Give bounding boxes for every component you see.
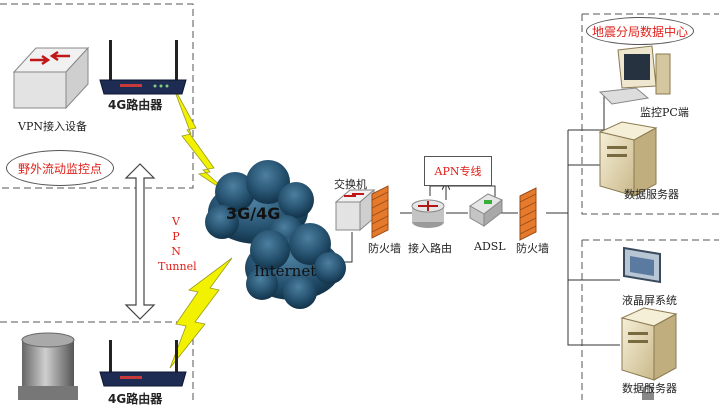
vpn-tunnel-arrow	[124, 163, 156, 320]
vpn-tunnel-letter: N	[171, 245, 181, 258]
field-site-oval: 野外流动监控点	[6, 150, 114, 186]
firewall-right-icon	[519, 187, 537, 241]
cloud-3g4g	[205, 160, 314, 249]
cloud-internet	[245, 223, 346, 309]
data-server-top-label: 数据服务器	[624, 188, 679, 201]
firewall-right-label: 防火墙	[516, 242, 549, 255]
vpn-device-label: VPN接入设备	[18, 120, 87, 133]
lightning-bolt-bottom	[169, 257, 233, 369]
data-center-box	[581, 13, 719, 215]
apn-label: APN专线	[434, 165, 482, 178]
switch-label: 交换机	[334, 178, 367, 191]
router-4g-top-icon	[99, 40, 187, 95]
router-4g-bottom-icon	[99, 340, 187, 387]
vpn-tunnel-letter: V	[172, 215, 180, 228]
cloud-3g4g-label: 3G/4G	[226, 204, 281, 223]
router-top-label: 4G路由器	[108, 98, 163, 112]
monitor-pc-icon	[598, 45, 671, 105]
monitor-pc-label: 监控PC端	[640, 106, 689, 119]
data-center-label: 地震分局数据中心	[591, 24, 688, 39]
firewall-left-label: 防火墙	[368, 242, 401, 255]
lcd-screen-icon	[623, 246, 661, 284]
apn-box: APN专线	[424, 156, 492, 186]
cloud-internet-label: Internet	[254, 262, 317, 280]
vpn-tunnel-word: Tunnel	[158, 260, 197, 273]
field-site-box	[0, 3, 194, 189]
router-bottom-label: 4G路由器	[108, 392, 163, 406]
vpn-tunnel-letter: P	[172, 230, 180, 243]
display-center-box	[581, 239, 719, 400]
data-server-bottom-icon	[620, 307, 678, 381]
field-site-label: 野外流动监控点	[17, 161, 102, 176]
adsl-label: ADSL	[474, 240, 506, 253]
access-router-label: 接入路由	[408, 242, 452, 255]
adsl-modem-icon	[469, 193, 503, 228]
switch-icon	[334, 188, 376, 232]
seismometer-icon	[18, 332, 78, 400]
data-server-bottom-label: 数据服务器	[622, 382, 677, 395]
lcd-system-label: 液晶屏系统	[622, 294, 677, 307]
access-router-icon	[411, 199, 445, 228]
data-center-oval: 地震分局数据中心	[586, 17, 694, 45]
firewall-left-icon	[371, 185, 389, 239]
vpn-tunnel-label: V P N Tunnel	[158, 214, 197, 274]
lock-icon	[642, 385, 654, 400]
vpn-device-icon	[12, 46, 90, 110]
data-server-top-icon	[598, 121, 658, 197]
